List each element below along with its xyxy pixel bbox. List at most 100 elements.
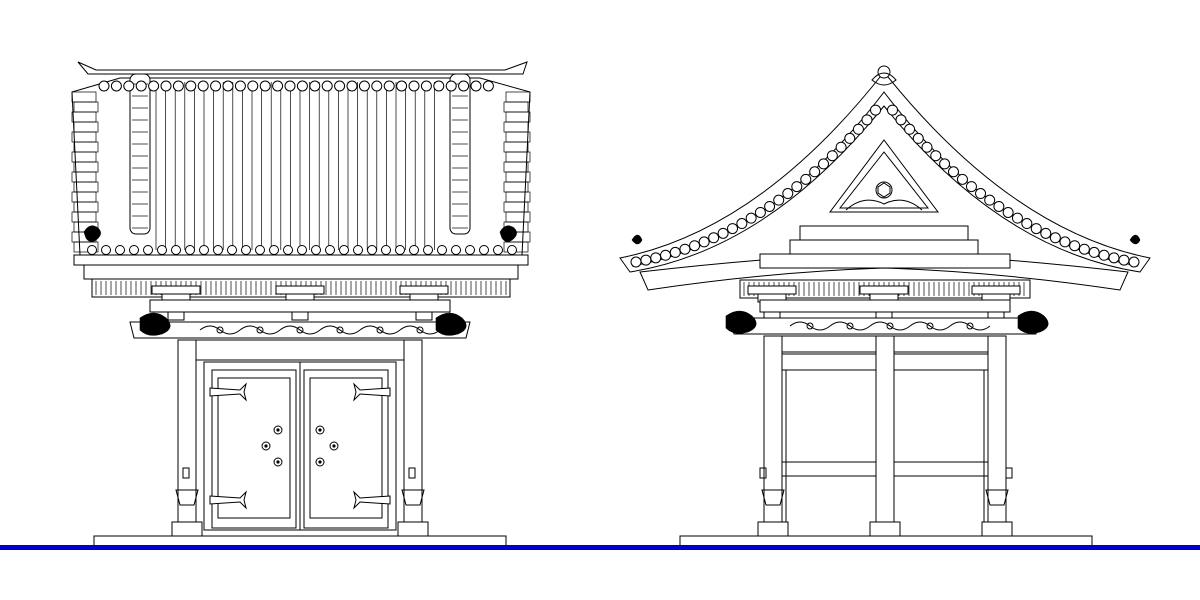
roof-tile-end [870, 104, 882, 116]
eave-tile-end [353, 245, 363, 255]
roof-tile-end [1021, 218, 1033, 230]
roof-tile-end [745, 212, 757, 224]
side-pillars [757, 335, 1013, 537]
side-base [679, 535, 1093, 547]
roof-tile-end [975, 188, 987, 200]
ridge-tile-end [346, 80, 358, 92]
pillar [177, 339, 197, 526]
ridge-tile-end [371, 80, 383, 92]
eave-tile-end [311, 245, 321, 255]
roof-tile-end [791, 181, 803, 193]
ridge-tile-end [222, 80, 234, 92]
ridge-tile-end [420, 80, 432, 92]
roof-tile-end [640, 254, 652, 266]
eave-tile-end [101, 245, 111, 255]
carving-boss [296, 326, 304, 334]
lion-head-carving-icon [139, 312, 171, 336]
roof-tile-end [689, 240, 701, 252]
roof-tile-end [1088, 246, 1100, 258]
door-stud-center [332, 444, 336, 448]
corner-ornament-icon [499, 225, 517, 242]
bracket-arm [971, 285, 1021, 295]
roof-tile-end [1059, 236, 1071, 248]
left-ridge-end [129, 73, 151, 235]
roof-tile-end [1118, 254, 1130, 266]
door-stud-center [318, 460, 322, 464]
carving-scrolls [789, 321, 991, 331]
roof-tile-end [826, 150, 838, 162]
carving-boss [376, 326, 384, 334]
roof-tile-end [717, 227, 729, 239]
roof-tile-end [679, 243, 691, 255]
roof-tile-end [698, 236, 710, 248]
carving-scroll [239, 325, 281, 335]
carving-scroll [869, 321, 911, 331]
bracket-arm [151, 285, 201, 295]
roof-tile-end [650, 252, 662, 264]
roof-tile-end [1049, 232, 1061, 244]
ridge-tile-end [123, 80, 135, 92]
carving-scroll [789, 321, 831, 331]
eave-tile-end [507, 245, 517, 255]
roof-tile-end [1002, 206, 1014, 218]
ridge-tile-end [210, 80, 222, 92]
front-roof [71, 61, 531, 280]
ridge-tile-end [234, 80, 246, 92]
roof-tile-end [773, 194, 785, 206]
carving-boss [256, 326, 264, 334]
roof-tile-end [993, 200, 1005, 212]
eave-tile-end [171, 245, 181, 255]
carving-scroll [829, 321, 871, 331]
carving-scroll [279, 325, 321, 335]
eave-tile-end [479, 245, 489, 255]
eave-tile-end [269, 245, 279, 255]
ridge-tile-end [110, 80, 122, 92]
front-carved-beam [129, 312, 471, 361]
eave-tile-end [213, 245, 223, 255]
pillar [987, 335, 1007, 527]
front-base [93, 535, 507, 547]
pillar [875, 335, 895, 527]
roof-tile-end [921, 141, 933, 153]
roof-tile-end [1030, 223, 1042, 235]
roof-tile-end [904, 123, 916, 135]
roof-tile-end [912, 132, 924, 144]
roof-tile-end [809, 166, 821, 178]
roof-tile-end [1069, 240, 1081, 252]
eave-tile-end [367, 245, 377, 255]
eave-tile-end [241, 245, 251, 255]
roof-tile-end [782, 188, 794, 200]
carving-boss [926, 322, 934, 330]
eave-tile-end [409, 245, 419, 255]
roof-tile-end [1098, 249, 1110, 261]
side-elevation [619, 65, 1151, 547]
lion-head-carving-icon [725, 310, 757, 334]
ridge-tile-end [284, 80, 296, 92]
roof-tile-end [835, 141, 847, 153]
ridge-tile-end [334, 80, 346, 92]
roof-tile-end [844, 132, 856, 144]
roof-tile-end [947, 166, 959, 178]
roof-tile-end [965, 181, 977, 193]
eave-tile-end [437, 245, 447, 255]
roof-tile-end [930, 150, 942, 162]
roof-tile-end [939, 158, 951, 170]
roof-tile-end [1011, 212, 1023, 224]
carving-boss [216, 326, 224, 334]
ridge-tile-end [309, 80, 321, 92]
ridge-tile-end [383, 80, 395, 92]
eave-tile-end [325, 245, 335, 255]
eave-tile-end [381, 245, 391, 255]
door-studs [261, 425, 339, 467]
pillar [763, 335, 783, 527]
lion-head-carving-icon [435, 312, 467, 336]
ridge-tile-end [482, 80, 494, 92]
bracket-arm [747, 285, 797, 295]
bracket-arm [275, 285, 325, 295]
ridge-tile-end [259, 80, 271, 92]
eave-tile-end [157, 245, 167, 255]
ground-line [0, 545, 1200, 550]
eave-tile-end [87, 245, 97, 255]
eave-tile-end [129, 245, 139, 255]
ridge-tile-end [296, 80, 308, 92]
